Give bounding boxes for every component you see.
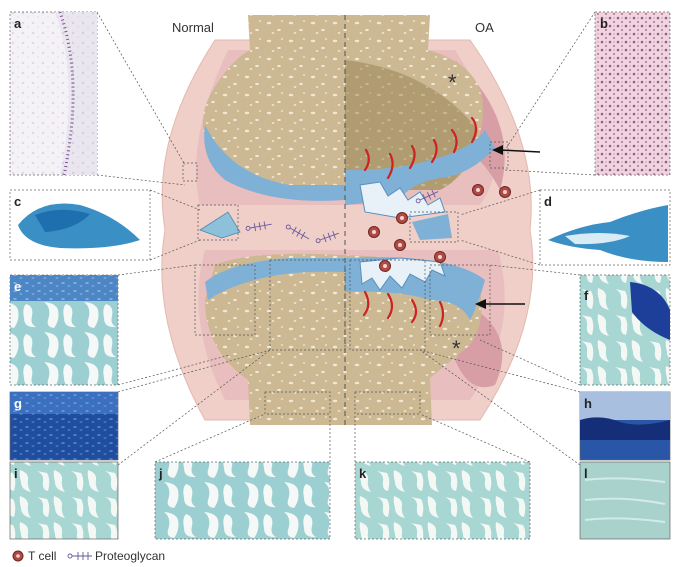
panel-e: e bbox=[10, 275, 118, 385]
legend-proteoglycan-icon bbox=[68, 552, 92, 560]
heading-oa: OA bbox=[475, 20, 494, 35]
panel-j: j bbox=[155, 462, 330, 539]
panel-a-label: a bbox=[14, 16, 22, 31]
panel-d-label: d bbox=[544, 194, 552, 209]
panel-l-label: l bbox=[584, 466, 588, 481]
panel-g: g bbox=[10, 392, 118, 460]
panel-k-label: k bbox=[359, 466, 367, 481]
star-marker-lower: * bbox=[452, 336, 461, 361]
legend: T cell Proteoglycan bbox=[13, 549, 165, 563]
legend-tcell-label: T cell bbox=[28, 549, 56, 563]
panel-k: k bbox=[355, 462, 530, 539]
panel-h-label: h bbox=[584, 396, 592, 411]
panel-f: f bbox=[580, 275, 670, 385]
panel-h: h bbox=[580, 392, 670, 460]
panel-a: a bbox=[10, 12, 97, 175]
panel-b: b bbox=[595, 12, 670, 175]
panel-g-label: g bbox=[14, 396, 22, 411]
panel-f-label: f bbox=[584, 288, 589, 303]
panel-e-label: e bbox=[14, 279, 21, 294]
panel-c-label: c bbox=[14, 194, 21, 209]
panel-c: c bbox=[10, 190, 150, 260]
panel-l: l bbox=[580, 462, 670, 539]
panel-i: i bbox=[10, 462, 118, 539]
panel-j-label: j bbox=[158, 466, 163, 481]
heading-normal: Normal bbox=[172, 20, 214, 35]
legend-proteoglycan-label: Proteoglycan bbox=[95, 549, 165, 563]
panel-i-label: i bbox=[14, 466, 18, 481]
panel-b-label: b bbox=[600, 16, 608, 31]
star-marker-upper: * bbox=[448, 70, 457, 95]
panel-d: d bbox=[540, 190, 670, 265]
